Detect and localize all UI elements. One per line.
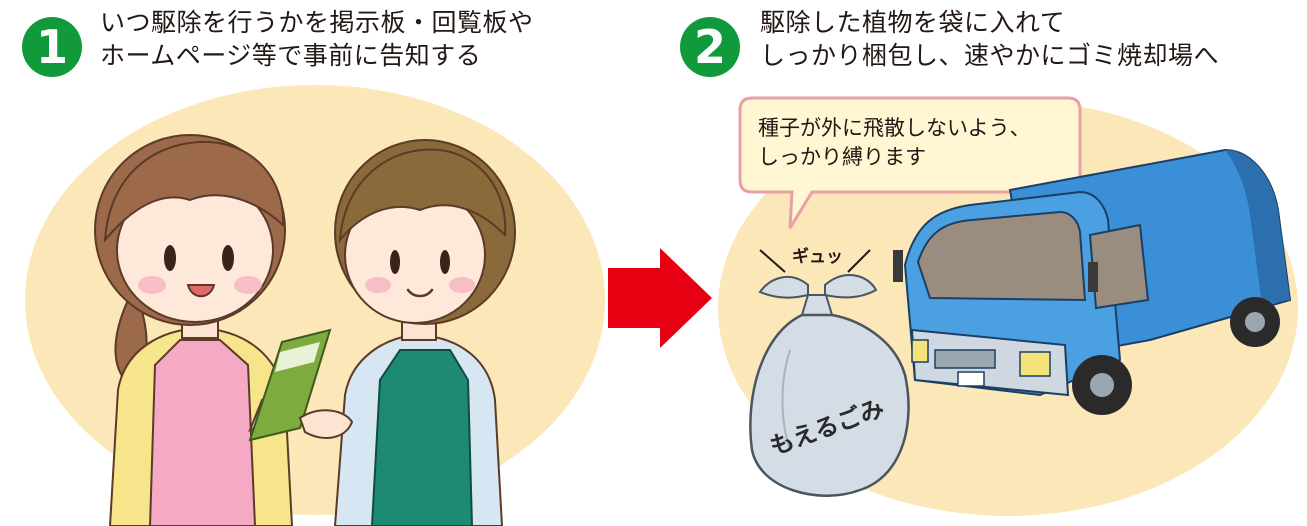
step-2-line-1: 駆除した植物を袋に入れて — [760, 8, 1066, 37]
step-1-line-1: いつ駆除を行うかを掲示板・回覧板や — [100, 8, 534, 37]
step-1-badge: 1 — [22, 17, 82, 77]
speech-bubble — [738, 96, 1082, 229]
green-folder-illustration — [248, 328, 332, 442]
garbage-bag-illustration — [749, 249, 910, 497]
speech-bubble-text: 種子が外に飛散しないよう、 しっかり縛ります — [758, 114, 1031, 172]
speech-bubble-line-1: 種子が外に飛散しないよう、 — [758, 116, 1031, 140]
woman-green-apron-illustration — [298, 139, 516, 526]
woman-pink-apron-illustration — [94, 134, 295, 526]
speech-bubble-line-2: しっかり縛ります — [758, 145, 926, 169]
step-2-badge: 2 — [680, 17, 740, 77]
step-2-text: 駆除した植物を袋に入れて しっかり梱包し、速やかにゴミ焼却場へ — [760, 6, 1219, 72]
step-2-line-2: しっかり梱包し、速やかにゴミ焼却場へ — [760, 41, 1220, 70]
step-1-line-2: ホームページ等で事前に告知する — [100, 41, 482, 70]
step-1-text: いつ駆除を行うかを掲示板・回覧板や ホームページ等で事前に告知する — [100, 6, 534, 72]
red-arrow-icon — [608, 248, 712, 348]
left-background-oval — [25, 85, 605, 515]
sound-effect-text: ギュッ — [792, 247, 843, 267]
blue-truck-illustration — [893, 148, 1292, 415]
